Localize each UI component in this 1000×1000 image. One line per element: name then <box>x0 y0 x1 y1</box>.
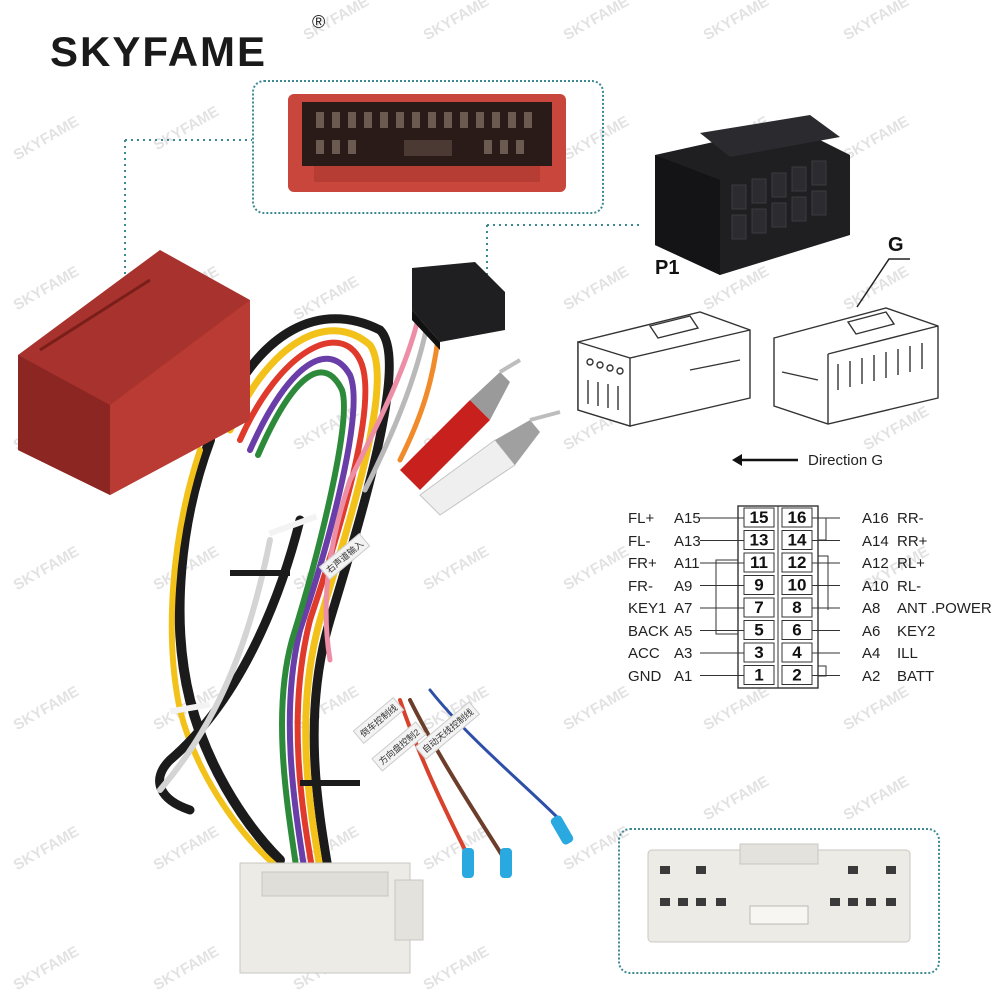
pin-name-left: GND <box>628 667 662 685</box>
pin-cell-number: 9 <box>754 576 763 595</box>
connector-outline-right <box>773 307 939 425</box>
p1-label: P1 <box>655 257 680 279</box>
pin-code-right: A6 <box>862 622 881 640</box>
black-connector <box>412 262 505 350</box>
pin-name-left: FR- <box>628 577 653 595</box>
pin-name-left: BACK <box>628 622 669 640</box>
pin-cell-number: 4 <box>792 643 802 662</box>
pin-code-right: A4 <box>862 645 881 662</box>
pin-name-right: RR+ <box>897 532 928 550</box>
pin-code-left: A5 <box>674 622 693 640</box>
pin-code-right: A14 <box>862 532 889 550</box>
pin-name-left: FL+ <box>628 510 655 527</box>
white-connector-photo <box>647 843 911 943</box>
pin-cell-number: 6 <box>792 621 801 640</box>
pin-code-right: A8 <box>862 600 881 617</box>
pin-code-right: A10 <box>862 577 889 595</box>
pin-code-right: A12 <box>862 555 889 572</box>
pin-name-right: ILL <box>897 645 918 662</box>
brand-logo: SKYFAME <box>50 28 268 75</box>
pin-cell-number: 13 <box>750 531 769 550</box>
pin-code-left: A13 <box>674 532 701 550</box>
wiring-harness-photo <box>18 139 640 974</box>
pin-cell-number: 16 <box>788 508 807 527</box>
pin-code-left: A15 <box>674 510 701 527</box>
pin-code-left: A11 <box>674 555 700 572</box>
pinout-grid: 15 13 11 9 7 5 3 1 16 14 12 10 8 6 4 2 <box>700 505 840 689</box>
pin-code-left: A1 <box>674 667 693 685</box>
red-connector <box>18 250 250 495</box>
pin-cell-number: 10 <box>788 576 807 595</box>
direction-label: Direction G <box>808 452 884 469</box>
pin-cell-number: 2 <box>792 666 801 685</box>
rca-plugs <box>400 358 561 516</box>
red-connector-photo <box>288 94 566 192</box>
g-label: G <box>888 234 904 256</box>
pin-code-right: A16 <box>862 510 889 527</box>
pin-name-right: RR- <box>897 510 924 527</box>
pin-name-left: ACC <box>628 645 660 662</box>
pin-name-right: KEY2 <box>897 622 936 640</box>
pin-name-left: KEY1 <box>628 600 667 617</box>
pin-cell-number: 15 <box>750 508 769 527</box>
pin-name-right: RL+ <box>897 555 925 572</box>
pin-code-left: A3 <box>674 645 693 662</box>
pin-cell-number: 12 <box>788 553 807 572</box>
red-connector-inset <box>252 80 604 214</box>
registered-mark: ® <box>312 12 326 32</box>
white-connector-inset <box>618 828 940 974</box>
pin-cell-number: 5 <box>754 621 763 640</box>
pin-name-right: RL- <box>897 577 922 595</box>
pin-cell-number: 1 <box>754 666 763 685</box>
pin-name-right: BATT <box>897 667 935 685</box>
pin-cell-number: 8 <box>792 598 801 617</box>
pin-name-left: FR+ <box>628 555 657 572</box>
pin-code-right: A2 <box>862 667 881 685</box>
white-connector <box>239 862 424 974</box>
connector-outline-left <box>577 311 751 427</box>
g-leader-line <box>856 258 910 308</box>
pin-cell-number: 7 <box>754 598 763 617</box>
pin-name-right: ANT .POWER <box>897 600 992 617</box>
p1-connector-photo <box>655 115 850 275</box>
pin-cell-number: 11 <box>750 553 768 572</box>
direction-arrow-icon <box>732 454 798 466</box>
pin-cell-number: 14 <box>788 531 807 550</box>
pin-name-left: FL- <box>628 532 651 550</box>
pin-code-left: A7 <box>674 600 693 617</box>
pin-code-left: A9 <box>674 577 693 595</box>
pin-cell-number: 3 <box>754 643 763 662</box>
